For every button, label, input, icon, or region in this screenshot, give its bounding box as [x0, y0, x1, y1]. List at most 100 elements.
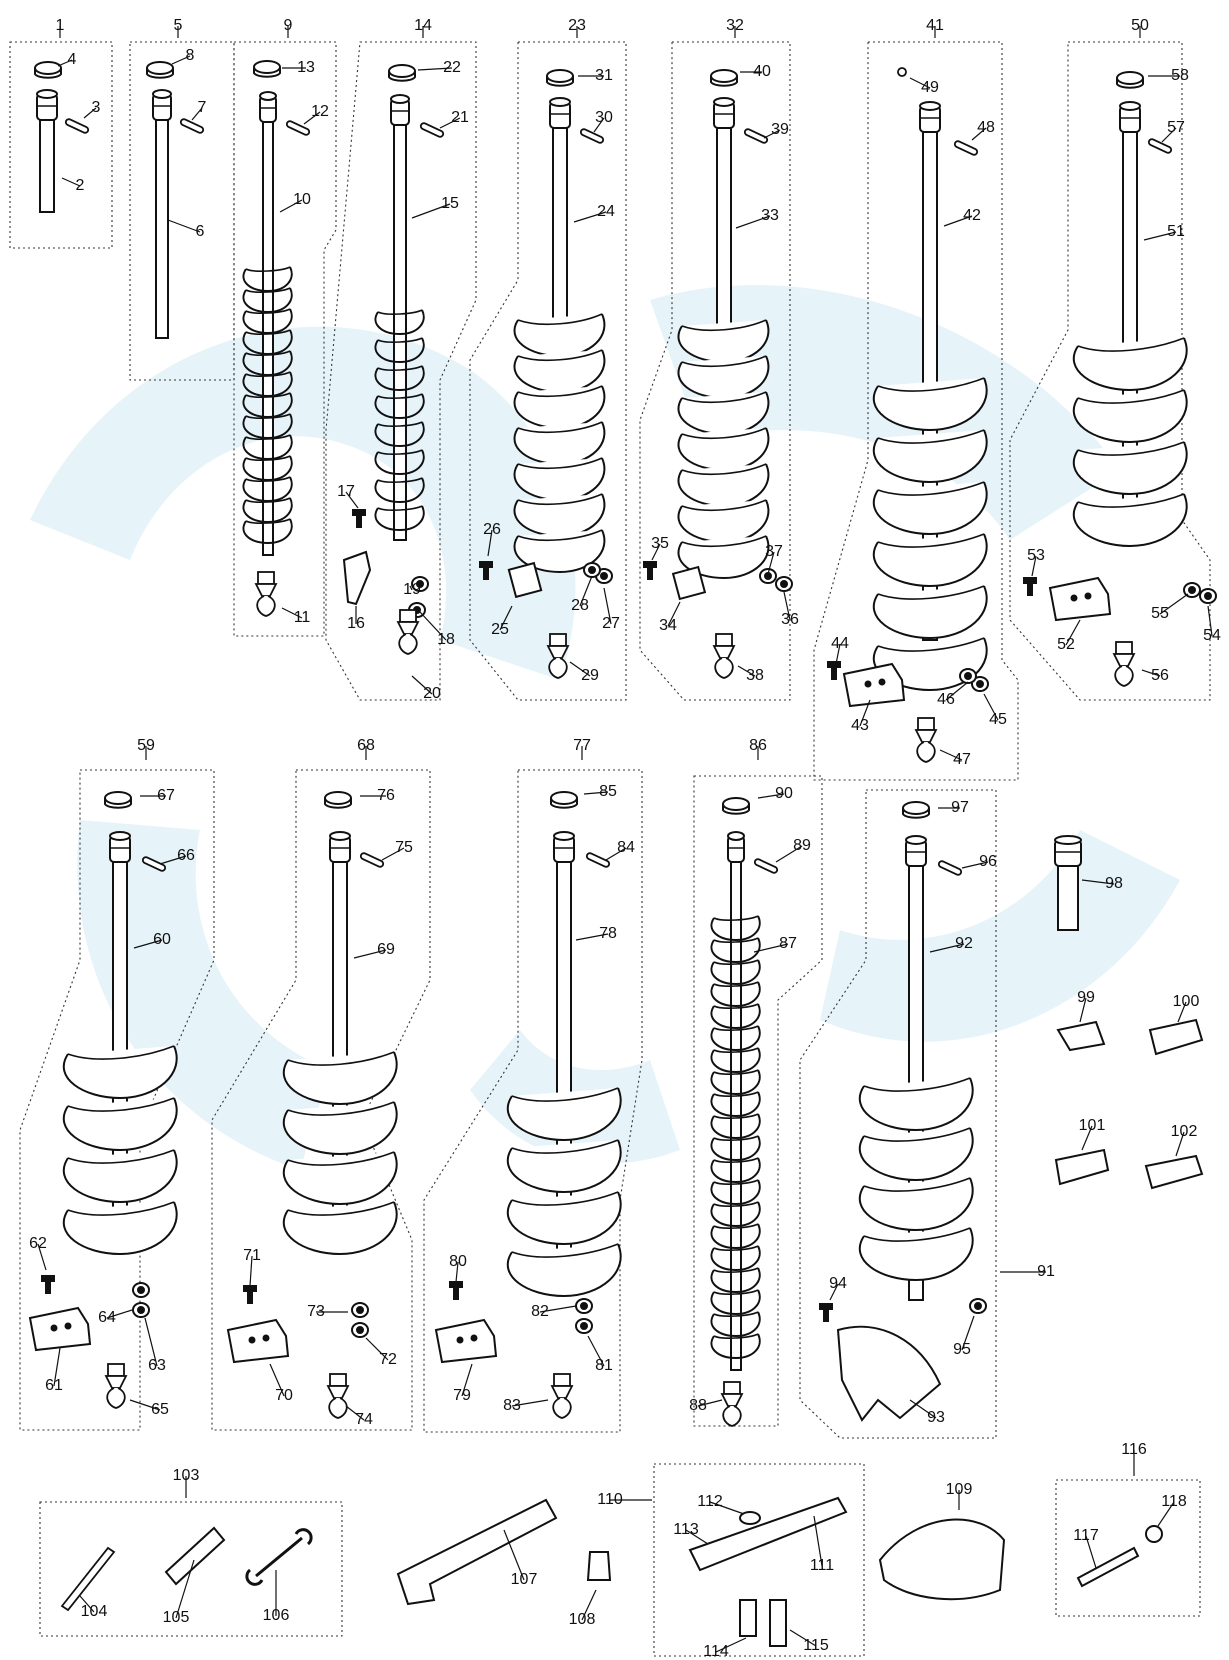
- callout-65: 65: [151, 1401, 169, 1418]
- callout-49: 49: [921, 79, 939, 96]
- part-6-shaft: [152, 89, 172, 339]
- part-83-bit: [551, 1373, 573, 1419]
- leader-104: [79, 1595, 95, 1613]
- leader-75: [381, 847, 405, 861]
- callout-92: 92: [955, 935, 973, 952]
- callout-93: 93: [927, 1409, 945, 1426]
- part-46-nut: [959, 668, 977, 684]
- part-89-pin: [752, 857, 780, 875]
- callout-19: 19: [403, 581, 421, 598]
- callout-23: 23: [568, 17, 586, 34]
- callout-39: 39: [771, 121, 789, 138]
- part-17-screw: [352, 509, 366, 528]
- part-39-pin: [742, 127, 770, 145]
- leader-114: [715, 1637, 747, 1653]
- group-outline-12: [693, 775, 823, 1427]
- leader-83: [511, 1399, 549, 1407]
- callout-44: 44: [831, 635, 849, 652]
- part-78-flights: [506, 1087, 622, 1297]
- callout-labels: 1234567891011121314151617181920212223242…: [29, 17, 1221, 1660]
- callout-90: 90: [775, 785, 793, 802]
- callout-38: 38: [746, 667, 764, 684]
- callout-22: 22: [443, 59, 461, 76]
- callout-110: 110: [597, 1491, 623, 1508]
- callout-6: 6: [196, 223, 205, 240]
- leader-24: [573, 211, 607, 223]
- callout-109: 109: [946, 1481, 973, 1498]
- callout-62: 62: [29, 1235, 47, 1252]
- part-36-nut: [775, 576, 793, 592]
- callout-104: 104: [81, 1603, 108, 1620]
- part-87-shaft: [727, 831, 745, 1371]
- callout-2: 2: [76, 177, 85, 194]
- part-67-cap: [104, 791, 132, 809]
- leader-112: [709, 1501, 745, 1515]
- callout-56: 56: [1151, 667, 1169, 684]
- callout-29: 29: [581, 667, 599, 684]
- group-outline-2: [129, 41, 235, 381]
- leader-99: [1079, 997, 1087, 1023]
- leader-102: [1175, 1131, 1185, 1157]
- callout-80: 80: [449, 1253, 467, 1270]
- leader-55: [1159, 593, 1189, 615]
- callout-14: 14: [414, 17, 432, 34]
- callout-105: 105: [163, 1609, 190, 1626]
- part-7-pin: [178, 117, 206, 135]
- callout-111: 111: [810, 1557, 834, 1574]
- group-outline-10: [211, 769, 431, 1431]
- part-3-pin: [63, 117, 91, 135]
- part-63-nut: [132, 1302, 150, 1318]
- leader-7: [191, 107, 203, 121]
- leader-12: [303, 111, 321, 125]
- leader-35: [651, 543, 661, 561]
- part-82-nut: [575, 1298, 593, 1314]
- leader-60: [133, 939, 163, 949]
- callout-1: 1: [56, 17, 65, 34]
- part-11-bit: [255, 571, 277, 617]
- leader-93: [909, 1399, 937, 1419]
- leader-113: [685, 1529, 709, 1545]
- callout-51: 51: [1167, 223, 1185, 240]
- part-99-tooth: [1056, 1020, 1106, 1052]
- leader-2: [61, 177, 81, 187]
- leader-3: [83, 107, 97, 119]
- callout-66: 66: [177, 847, 195, 864]
- leader-18: [419, 611, 447, 641]
- callout-63: 63: [148, 1357, 166, 1374]
- callout-96: 96: [979, 853, 997, 870]
- part-35-screw: [643, 561, 657, 580]
- callout-47: 47: [953, 751, 971, 768]
- callout-87: 87: [779, 935, 797, 952]
- leader-49: [909, 77, 931, 89]
- callout-35: 35: [651, 535, 669, 552]
- callout-25: 25: [491, 621, 509, 638]
- part-43-tooth: [843, 663, 905, 707]
- part-60-flights: [62, 1045, 178, 1255]
- callout-5: 5: [174, 17, 183, 34]
- part-65-bit: [105, 1363, 127, 1409]
- leader-30: [593, 117, 605, 133]
- leader-111: [813, 1515, 823, 1567]
- callout-54: 54: [1203, 627, 1221, 644]
- callout-7: 7: [198, 99, 207, 116]
- callout-94: 94: [829, 1275, 847, 1292]
- leader-21: [439, 117, 461, 129]
- callout-118: 118: [1161, 1493, 1187, 1510]
- part-72-nut: [351, 1322, 369, 1338]
- part-111-bar: [688, 1496, 848, 1572]
- leader-47: [939, 749, 963, 761]
- callout-95: 95: [953, 1341, 971, 1358]
- leader-17: [345, 491, 359, 509]
- callout-61: 61: [45, 1377, 63, 1394]
- callout-20: 20: [423, 685, 441, 702]
- part-15-shaft: [390, 94, 410, 541]
- leader-34: [667, 601, 681, 627]
- leader-95: [961, 1315, 975, 1351]
- leader-39: [763, 129, 781, 139]
- leader-37: [767, 551, 775, 575]
- callout-57: 57: [1167, 119, 1185, 136]
- callout-82: 82: [531, 1303, 549, 1320]
- callout-52: 52: [1057, 636, 1075, 653]
- part-70-tooth: [227, 1319, 289, 1363]
- leader-45: [983, 693, 999, 721]
